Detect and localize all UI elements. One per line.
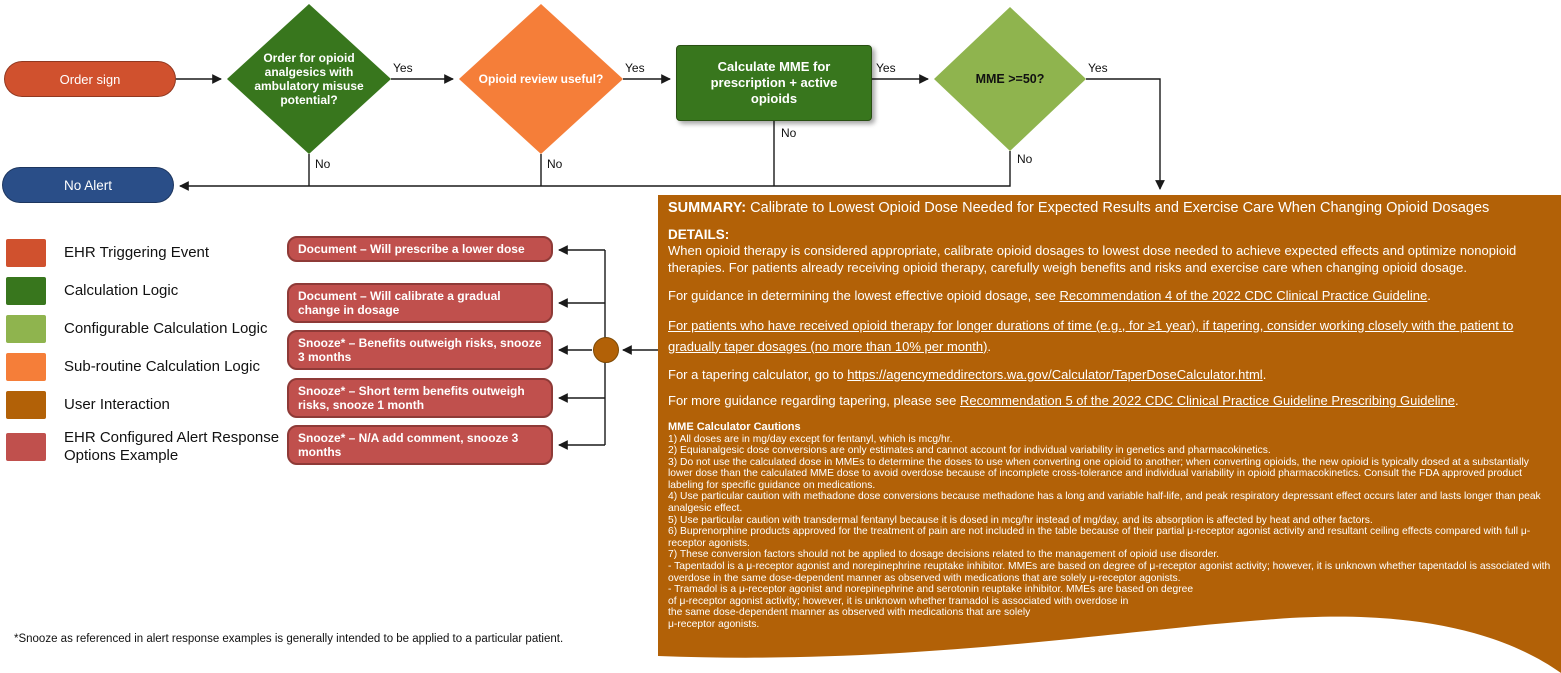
calculation-logic-swatch — [6, 277, 46, 305]
paragraph-text: For more guidance regarding tapering, pl… — [668, 393, 960, 408]
flow-node-order-sign: Order sign — [4, 61, 176, 97]
user-interaction-swatch — [6, 391, 46, 419]
flow-process-calculate-mme: Calculate MME for prescription + active … — [676, 45, 872, 121]
cdc-recommendation-5-link[interactable]: Recommendation 5 of the 2022 CDC Clinica… — [959, 393, 1455, 408]
cdc-recommendation-4-link[interactable]: Recommendation 4 of the 2022 CDC Clinica… — [1059, 288, 1428, 303]
decision3-label: MME >=50? — [975, 72, 1045, 86]
caution-item-5: 5) Use particular caution with transderm… — [668, 514, 1373, 526]
response-label: Snooze* – Benefits outweigh risks, snooz… — [298, 336, 542, 364]
alert-response-swatch — [6, 433, 46, 461]
paragraph-text: . — [1454, 393, 1459, 408]
taper-guidance-link[interactable]: For patients who have received opioid th… — [668, 317, 1514, 354]
yes-label-3: Yes — [876, 61, 896, 75]
caution-item-1: 1) All doses are in mg/day except for fe… — [668, 433, 953, 445]
decision2-label: Opioid review useful? — [478, 72, 604, 86]
details-heading: DETAILS: — [668, 227, 730, 242]
triggering-event-swatch — [6, 239, 46, 267]
legend-label: User Interaction — [64, 396, 170, 413]
caution-item-6: 6) Buprenorphine products approved for t… — [668, 526, 1531, 549]
process1-label: Calculate MME for prescription + active … — [710, 59, 838, 106]
details-paragraph-1: When opioid therapy is considered approp… — [668, 243, 1517, 275]
caution-item-4: 4) Use particular caution with methadone… — [668, 491, 1541, 515]
details-paragraph-2: For guidance in determining the lowest e… — [668, 288, 1551, 305]
legend-item-user-interaction: User Interaction — [6, 391, 296, 419]
legend-item-calculation-logic: Calculation Logic — [6, 277, 296, 305]
no-label-2: No — [547, 157, 563, 171]
no-label-1: No — [315, 157, 331, 171]
decision1-label: Order for opioid analgesics with ambulat… — [254, 51, 364, 107]
no-label-4: No — [1017, 152, 1033, 166]
caution-item-7: 7) These conversion factors should not b… — [668, 549, 1220, 561]
legend-item-alert-response: EHR Configured Alert Response Options Ex… — [6, 429, 296, 465]
summary-heading-text: Calibrate to Lowest Opioid Dose Needed f… — [746, 200, 1490, 216]
legend-item-triggering-event: EHR Triggering Event — [6, 239, 296, 267]
paragraph-text: . — [987, 338, 992, 354]
user-interaction-connector-circle — [593, 337, 619, 363]
order-sign-label: Order sign — [59, 71, 121, 87]
no-label-3: No — [781, 126, 797, 140]
response-option-snooze-short-term: Snooze* – Short term benefits outweigh r… — [287, 378, 553, 418]
caution-note-tramadol-line-1: - Tramadol is a μ-receptor agonist and n… — [668, 584, 1194, 596]
paragraph-text: For a tapering calculator, go to — [668, 366, 848, 382]
paragraph-text: . — [1262, 366, 1267, 382]
caution-item-3: 3) Do not use the calculated dose in MME… — [668, 456, 1529, 491]
yes-label-2: Yes — [625, 61, 645, 75]
legend: EHR Triggering Event Calculation Logic C… — [6, 239, 296, 465]
paragraph-text: For guidance in determining the lowest e… — [668, 288, 1060, 303]
legend-item-subroutine-calculation: Sub-routine Calculation Logic — [6, 353, 296, 381]
cautions-heading: MME Calculator Cautions — [668, 420, 801, 433]
legend-label: Calculation Logic — [64, 282, 179, 299]
summary-heading: SUMMARY: Calibrate to Lowest Opioid Dose… — [668, 199, 1551, 217]
caution-note-tramadol-line-4: μ-receptor agonists. — [668, 619, 760, 630]
caution-note-tramadol-line-3: the same dose-dependent manner as observ… — [668, 607, 1031, 619]
details-paragraph-5: For more guidance regarding tapering, pl… — [668, 393, 1551, 410]
no-alert-label: No Alert — [63, 177, 113, 193]
legend-label: Sub-routine Calculation Logic — [64, 358, 260, 375]
response-option-gradual-change: Document – Will calibrate a gradual chan… — [287, 283, 553, 323]
flow-node-no-alert: No Alert — [2, 167, 174, 203]
configurable-calculation-swatch — [6, 315, 46, 343]
summary-heading-label: SUMMARY: — [668, 200, 747, 216]
legend-label: Configurable Calculation Logic — [64, 320, 268, 337]
response-label: Document – Will calibrate a gradual chan… — [298, 289, 501, 317]
snooze-footnote: *Snooze as referenced in alert response … — [14, 633, 564, 645]
paragraph-text: . — [1427, 288, 1431, 303]
legend-label: EHR Configured Alert Response Options Ex… — [64, 429, 280, 464]
subroutine-calculation-swatch — [6, 353, 46, 381]
flow-decision-mme-threshold: MME >=50? — [934, 7, 1086, 151]
yes-label-1: Yes — [393, 61, 413, 75]
summary-panel: SUMMARY: Calibrate to Lowest Opioid Dose… — [658, 195, 1561, 673]
response-label: Snooze* – Short term benefits outweigh r… — [298, 384, 525, 412]
details-paragraph-4: For a tapering calculator, go to https:/… — [668, 367, 1551, 384]
legend-item-configurable-calculation: Configurable Calculation Logic — [6, 315, 296, 343]
flow-decision-opioid-order: Order for opioid analgesics with ambulat… — [227, 4, 391, 154]
caution-note-tapentadol: - Tapentadol is a μ-receptor agonist and… — [668, 561, 1551, 584]
response-option-snooze-na: Snooze* – N/A add comment, snooze 3 mont… — [287, 425, 553, 465]
caution-note-tramadol-line-2: of μ-receptor agonist activity; however,… — [668, 595, 1129, 607]
response-option-prescribe-lower-dose: Document – Will prescribe a lower dose — [287, 236, 553, 262]
response-option-snooze-benefits: Snooze* – Benefits outweigh risks, snooz… — [287, 330, 553, 370]
details-paragraph-3: For patients who have received opioid th… — [668, 315, 1551, 357]
yes-label-4: Yes — [1088, 61, 1108, 75]
response-label: Snooze* – N/A add comment, snooze 3 mont… — [298, 431, 519, 459]
flow-decision-opioid-review: Opioid review useful? — [459, 4, 623, 154]
caution-item-2: 2) Equianalgesic dose conversions are on… — [668, 445, 1271, 457]
response-label: Document – Will prescribe a lower dose — [298, 242, 525, 256]
legend-label: EHR Triggering Event — [64, 244, 210, 261]
taper-calculator-link[interactable]: https://agencymeddirectors.wa.gov/Calcul… — [847, 366, 1263, 382]
